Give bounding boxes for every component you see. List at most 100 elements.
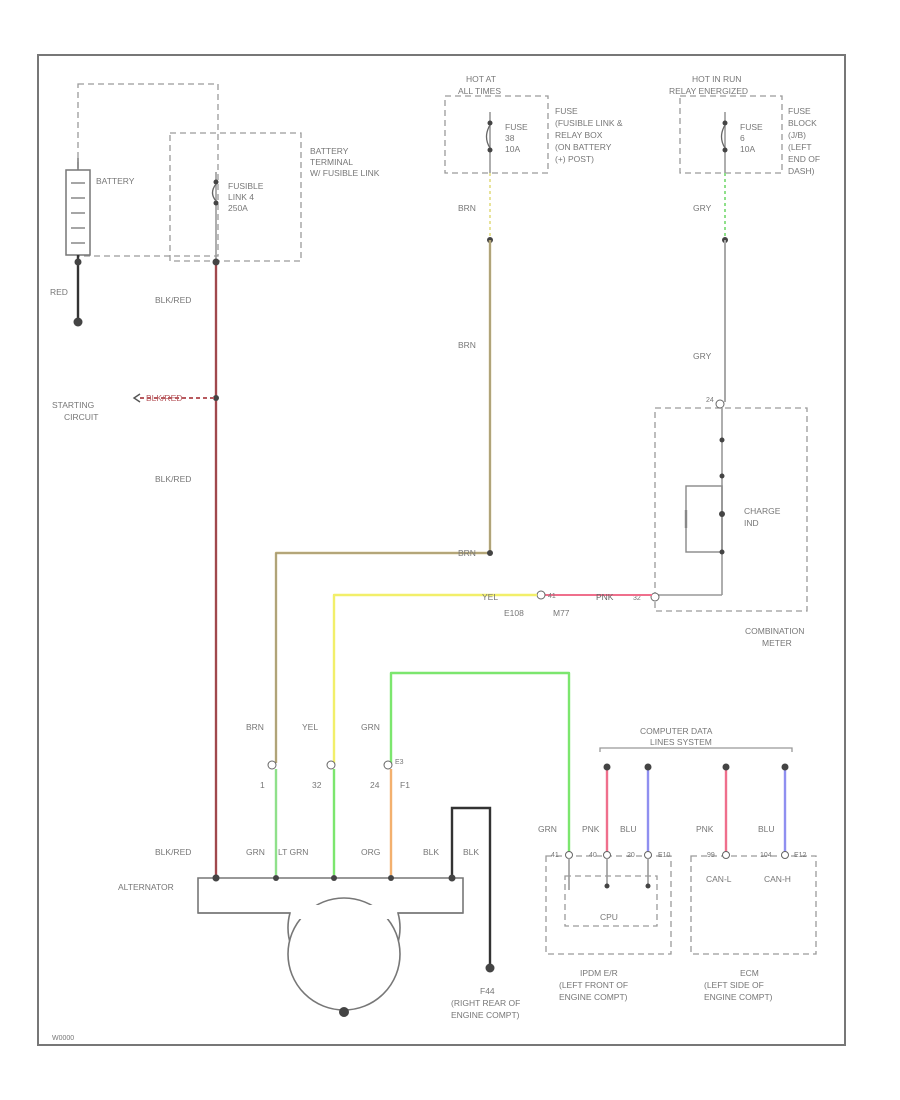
charge-ind-label-2: IND xyxy=(744,518,759,528)
ipdm-location-2: ENGINE COMPT) xyxy=(559,992,628,1002)
brn-label-mid: BRN xyxy=(458,340,476,350)
fuse-6-desc-1: FUSE xyxy=(788,106,811,116)
blk-ground-wire: BLK BLK F44 (RIGHT REAR OF ENGINE COMPT) xyxy=(423,806,520,1020)
fuse-6-component: HOT IN RUN RELAY ENERGIZED FUSE 6 10A FU… xyxy=(669,74,820,176)
fusible-link-label-3: 250A xyxy=(228,203,248,213)
yel-label-low: YEL xyxy=(302,722,318,732)
blk-red-main-wire: BLK/RED BLK/RED BLK/RED xyxy=(155,258,220,882)
pnk-label-meter: PNK xyxy=(596,592,614,602)
pin-f1: F1 xyxy=(400,780,410,790)
fuse-38-desc-2: (FUSIBLE LINK & xyxy=(555,118,623,128)
fusible-link-label-2: LINK 4 xyxy=(228,192,254,202)
pin-32-alt: 32 xyxy=(312,780,322,790)
grn-label-ipdm: GRN xyxy=(538,824,557,834)
pin-1: 1 xyxy=(260,780,265,790)
org-label-alt: ORG xyxy=(361,847,380,857)
combination-meter-label-2: METER xyxy=(762,638,792,648)
ipdm-pin-20: 20 xyxy=(627,852,635,859)
ecm-label: ECM xyxy=(740,968,759,978)
battery-component: BATTERY RED xyxy=(50,83,219,327)
ground-label: F44 xyxy=(480,986,495,996)
hot-in-run-2: RELAY ENERGIZED xyxy=(669,86,748,96)
data-lines-label-2: LINES SYSTEM xyxy=(650,737,712,747)
pin-e3: E3 xyxy=(395,759,404,766)
fusible-link-label-1: FUSIBLE xyxy=(228,181,264,191)
grn-label-alt-1: GRN xyxy=(246,847,265,857)
meter-pin-24: 24 xyxy=(706,397,714,404)
gry-label-top: GRY xyxy=(693,203,712,213)
starting-circuit-branch: BLK/RED STARTING CIRCUIT xyxy=(52,393,216,422)
pin-24: 24 xyxy=(370,780,380,790)
grn-label-left: GRN xyxy=(361,722,380,732)
blk-label-1: BLK xyxy=(423,847,439,857)
ipdm-label: IPDM E/R xyxy=(580,968,618,978)
ecm-pin-e12: E12 xyxy=(794,852,807,859)
fuse-38-label-2: 38 xyxy=(505,133,515,143)
can-h-label: CAN-H xyxy=(764,874,791,884)
blk-red-label-bottom: BLK/RED xyxy=(155,847,191,857)
fuse-38-component: HOT AT ALL TIMES FUSE 38 10A FUSE (FUSIB… xyxy=(444,74,623,174)
starting-circuit-label-1: STARTING xyxy=(52,400,94,410)
fuse-38-desc-4: (ON BATTERY xyxy=(555,142,612,152)
battery-ground-wire-label: RED xyxy=(50,287,68,297)
figure-id: W0000 xyxy=(52,1035,74,1042)
connector-m77: M77 xyxy=(553,608,570,618)
brn-label-low: BRN xyxy=(246,722,264,732)
fuse-6-label-2: 6 xyxy=(740,133,745,143)
brn-label-junction: BRN xyxy=(458,548,476,558)
diagram-frame xyxy=(37,54,846,1046)
alternator-label: ALTERNATOR xyxy=(118,882,174,892)
hot-at-all-times-2: ALL TIMES xyxy=(458,86,501,96)
battery-terminal-fusible-link: FUSIBLE LINK 4 250A BATTERY TERMINAL W/ … xyxy=(169,132,380,262)
pin-41: 41 xyxy=(548,593,556,600)
blu-label-ecm: BLU xyxy=(758,824,775,834)
fuse-38-desc-3: RELAY BOX xyxy=(555,130,603,140)
ipdm-location-1: (LEFT FRONT OF xyxy=(559,980,628,990)
fuse-6-desc-5: END OF xyxy=(788,154,820,164)
hot-at-all-times-1: HOT AT xyxy=(466,74,496,84)
can-l-label: CAN-L xyxy=(706,874,732,884)
gry-label-mid: GRY xyxy=(693,351,712,361)
battery-terminal-label-1: BATTERY xyxy=(310,146,349,156)
alternator: ALTERNATOR xyxy=(118,874,464,1017)
charge-ind-label-1: CHARGE xyxy=(744,506,781,516)
ipdm-pin-e10: E10 xyxy=(658,852,671,859)
alternator-connector-pins: 1 32 E3 24 F1 xyxy=(260,759,410,790)
ipdm-pin-40: 40 xyxy=(589,852,597,859)
fuse-38-label-3: 10A xyxy=(505,144,520,154)
data-lines-label-1: COMPUTER DATA xyxy=(640,726,713,736)
yel-label-top: YEL xyxy=(482,592,498,602)
fuse-38-label-1: FUSE xyxy=(505,122,528,132)
fuse-38-desc-5: (+) POST) xyxy=(555,154,594,164)
pnk-wire-meter: PNK xyxy=(545,592,652,602)
connector-e108: E108 xyxy=(504,608,524,618)
pnk-label-ecm: PNK xyxy=(696,824,714,834)
cpu-label: CPU xyxy=(600,912,618,922)
battery-label: BATTERY xyxy=(96,176,135,186)
ecm-location-1: (LEFT SIDE OF xyxy=(704,980,764,990)
fuse-6-desc-2: BLOCK xyxy=(788,118,817,128)
ecm-module: 99 104 E12 CAN-L CAN-H ECM (LEFT SIDE OF… xyxy=(690,851,817,1002)
blu-label-ipdm: BLU xyxy=(620,824,637,834)
fuse-6-desc-3: (J/B) xyxy=(788,130,806,140)
hot-in-run-1: HOT IN RUN xyxy=(692,74,741,84)
computer-data-lines: COMPUTER DATA LINES SYSTEM PNK BLU PNK B… xyxy=(582,726,793,852)
ecm-pin-104: 104 xyxy=(760,852,772,859)
brn-wire: BRN BRN BRN BRN xyxy=(246,173,493,763)
fuse-6-label-1: FUSE xyxy=(740,122,763,132)
ipdm-pin-41: 41 xyxy=(551,852,559,859)
fuse-6-label-3: 10A xyxy=(740,144,755,154)
battery-terminal-label-3: W/ FUSIBLE LINK xyxy=(310,168,380,178)
meter-pin-32: 32 xyxy=(633,595,641,602)
ecm-pin-99: 99 xyxy=(707,852,715,859)
gry-wire: GRY GRY xyxy=(693,173,728,402)
fuse-38-desc-1: FUSE xyxy=(555,106,578,116)
blk-label-2: BLK xyxy=(463,847,479,857)
yel-wire: YEL YEL xyxy=(302,592,537,763)
brn-label-top: BRN xyxy=(458,203,476,213)
connector-e108-m77: 41 E108 M77 xyxy=(504,590,570,618)
fuse-6-desc-4: (LEFT xyxy=(788,142,812,152)
grn-wire: GRN GRN xyxy=(361,671,571,852)
starting-circuit-label-2: CIRCUIT xyxy=(64,412,98,422)
